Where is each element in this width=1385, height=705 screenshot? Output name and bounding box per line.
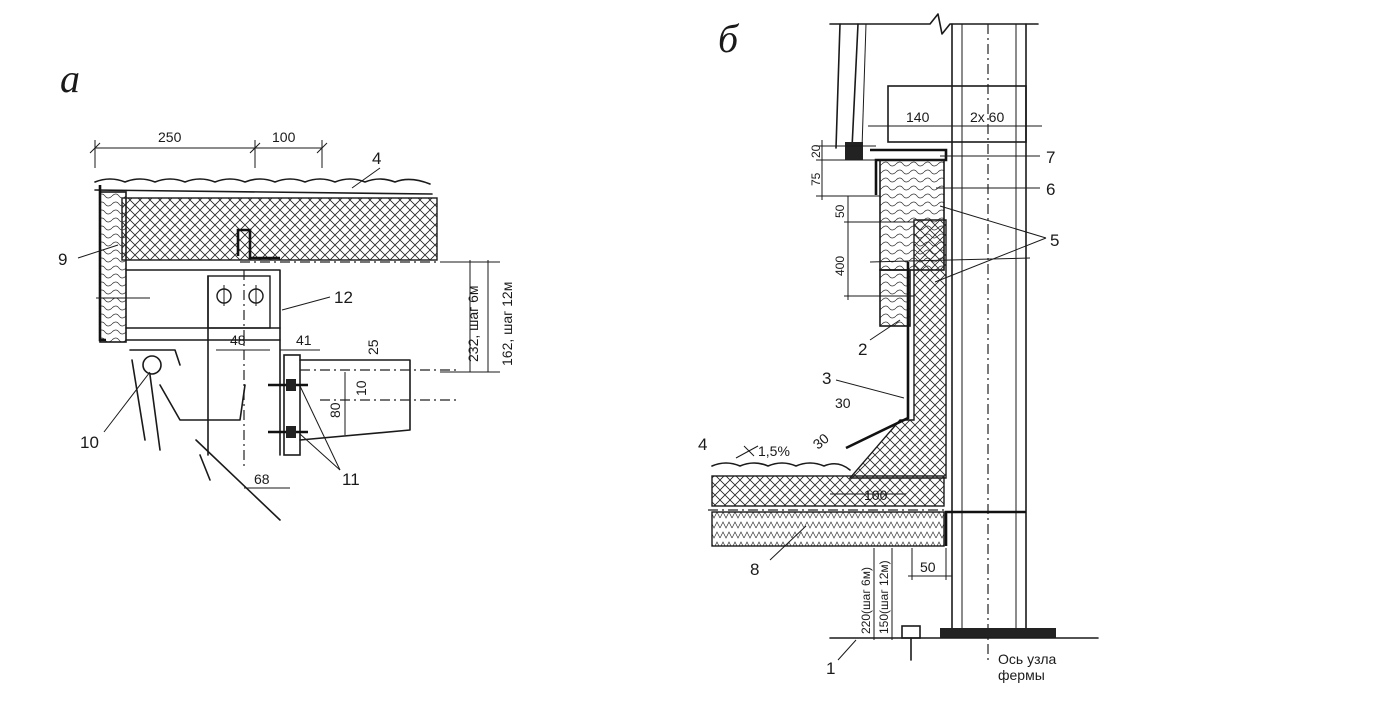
bolts-top [216,285,264,306]
dim-48: 48 [230,332,246,348]
callout-2: 2 [858,340,867,359]
roof-gravel-layer [94,178,431,185]
dim-50-b: 50 [920,559,936,575]
dim-250: 250 [158,129,182,145]
callout-8: 8 [750,560,759,579]
dim-50: 50 [833,204,847,218]
dim-30a: 30 [835,395,851,411]
dim-100-b: 100 [864,487,888,503]
edge-beam [125,269,281,341]
cap-flashing [870,148,948,195]
callout-5: 5 [1050,231,1059,250]
bracket-profile [159,384,246,421]
panel-a-insulation [121,197,438,261]
anchor-bolt [901,625,921,661]
dim-10: 10 [353,380,369,396]
callout-3: 3 [822,369,831,388]
callout-6: 6 [1046,180,1055,199]
window-head-clip [129,349,181,451]
panel-b-title: б [718,16,740,61]
callout-4: 4 [372,149,381,168]
roof-gravel-b [711,462,851,471]
column-base-plate [940,628,1056,638]
gutter-flashing [845,262,910,450]
panel-a-top-dimension: 250 100 [89,129,328,168]
dim-68: 68 [254,471,270,487]
callout-4-b: 4 [698,435,707,454]
callout-11: 11 [342,470,360,489]
panel-a: а 250 100 [58,56,515,521]
wood-parapet-block [99,191,127,343]
axis-note-line1: Ось узла [998,651,1057,667]
connection-plate [283,354,301,456]
slope-label: 1,5% [758,443,790,459]
dim-400: 400 [833,256,847,276]
roof-insulation-b [711,475,945,507]
dim-41: 41 [296,332,312,348]
panel-a-right-dims: 232, шаг 6м 162, шаг 12м [440,260,515,373]
z-flashing [236,228,280,260]
dim-232: 232, шаг 6м [465,285,481,362]
roof-membrane [94,189,433,195]
callout-10: 10 [80,433,99,452]
lower-girder [299,359,411,441]
parapet-flashing [98,185,106,342]
callout-1: 1 [826,659,835,678]
panel-b-left-dims: 20 75 50 400 [809,140,914,300]
break-line [829,13,1039,35]
callout-7: 7 [1046,148,1055,167]
top-beam-box [887,85,1027,143]
roof-slab-b [711,511,945,547]
dim-30b: 30 [810,430,832,452]
dim-25: 25 [365,339,381,355]
panel-a-title: а [60,56,80,101]
dim-80: 80 [327,402,343,418]
dim-162: 162, шаг 12м [499,282,515,366]
axis-note-line2: фермы [998,667,1045,683]
callout-9: 9 [58,250,67,269]
wood-block-lower [879,269,911,327]
dim-2x60: 2х 60 [970,109,1004,125]
dim-75: 75 [809,172,823,186]
dim-220: 220(шаг 6м) [859,567,873,634]
callout-12: 12 [334,288,353,307]
dim-100: 100 [272,129,296,145]
dim-150: 150(шаг 12м) [877,560,891,634]
window-frame [835,23,867,160]
dim-140: 140 [906,109,930,125]
bolts-lower [268,379,308,438]
dim-20: 20 [809,144,823,158]
panel-b: б 140 2х 60 [698,13,1099,683]
slab-bearing [944,510,1026,546]
